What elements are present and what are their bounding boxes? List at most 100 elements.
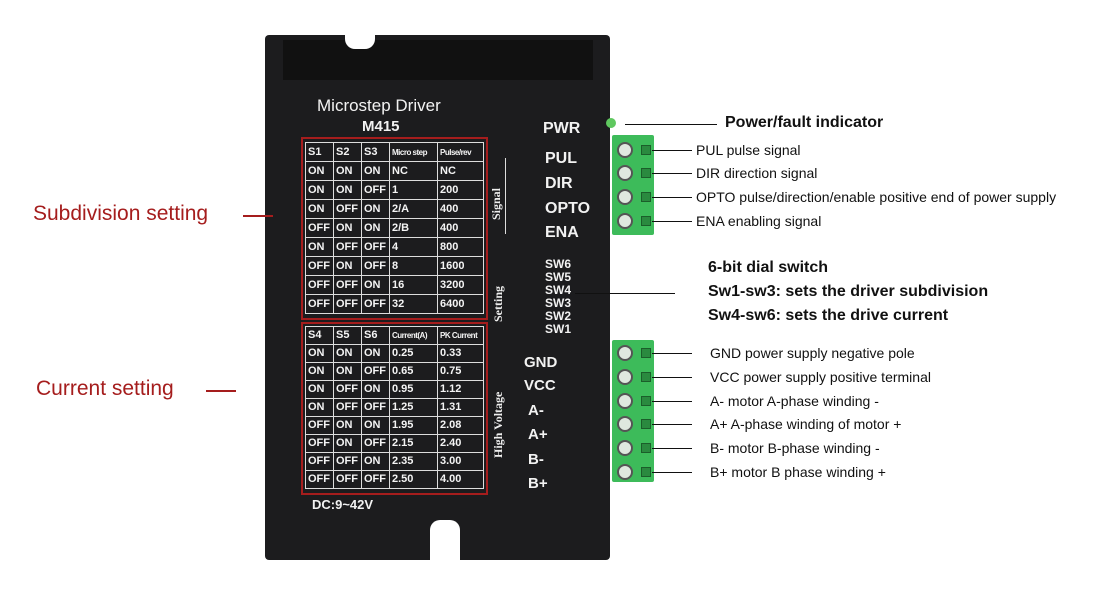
power-pin-label: GND bbox=[524, 354, 558, 371]
table-cell: ON bbox=[305, 380, 334, 399]
table-cell: 6400 bbox=[437, 294, 484, 314]
terminal-screw-icon bbox=[617, 165, 633, 181]
callout-line bbox=[652, 448, 692, 449]
table-cell: ON bbox=[305, 398, 334, 417]
table-cell: OFF bbox=[305, 470, 334, 489]
table-cell: 2.50 bbox=[389, 470, 438, 489]
supply-voltage: DC:9~42V bbox=[312, 497, 374, 512]
table-cell: ON bbox=[361, 452, 390, 471]
table-cell: 2.40 bbox=[437, 434, 484, 453]
table-cell: ON bbox=[333, 218, 362, 238]
signal-pin-label: DIR bbox=[545, 175, 573, 192]
header-cell: Micro step bbox=[389, 142, 438, 162]
terminal-pin bbox=[641, 192, 651, 202]
table-cell: 0.25 bbox=[389, 344, 438, 363]
table-cell: 1.31 bbox=[437, 398, 484, 417]
table-cell: ON bbox=[305, 199, 334, 219]
table-cell: 2.35 bbox=[389, 452, 438, 471]
terminal-pin bbox=[641, 419, 651, 429]
signal-pin-label: PUL bbox=[545, 150, 577, 167]
table-cell: 4.00 bbox=[437, 470, 484, 489]
table-cell: ON bbox=[305, 237, 334, 257]
table-cell: 8 bbox=[389, 256, 438, 276]
terminal-pin bbox=[641, 467, 651, 477]
table-cell: OFF bbox=[333, 470, 362, 489]
table-cell: OFF bbox=[361, 180, 390, 200]
current-highlight bbox=[301, 322, 488, 495]
table-cell: 1 bbox=[389, 180, 438, 200]
terminal-screw-icon bbox=[617, 440, 633, 456]
header-cell: Current(A) bbox=[389, 326, 438, 345]
table-cell: NC bbox=[389, 161, 438, 181]
terminal-callout: A+ A-phase winding of motor + bbox=[710, 416, 902, 432]
bracket bbox=[505, 158, 506, 234]
terminal-callout: VCC power supply positive terminal bbox=[710, 369, 931, 385]
terminal-callout: DIR direction signal bbox=[696, 165, 818, 181]
subdivision-highlight bbox=[301, 137, 488, 320]
power-pin-label: B+ bbox=[528, 475, 548, 492]
header-cell: S6 bbox=[361, 326, 390, 345]
header-cell: S5 bbox=[333, 326, 362, 345]
header-cell: S4 bbox=[305, 326, 334, 345]
table-cell: 2/A bbox=[389, 199, 438, 219]
header-cell: Pulse/rev bbox=[437, 142, 484, 162]
table-cell: ON bbox=[361, 218, 390, 238]
table-cell: OFF bbox=[305, 294, 334, 314]
terminal-callout: ENA enabling signal bbox=[696, 213, 822, 229]
pwr-led bbox=[606, 118, 616, 128]
terminal-pin bbox=[641, 443, 651, 453]
callout-line bbox=[652, 401, 692, 402]
current-callout: Current setting bbox=[36, 377, 174, 400]
table-cell: 0.65 bbox=[389, 362, 438, 381]
table-cell: 1.95 bbox=[389, 416, 438, 435]
terminal-pin bbox=[641, 145, 651, 155]
table-cell: 400 bbox=[437, 218, 484, 238]
table-cell: OFF bbox=[305, 416, 334, 435]
table-cell: ON bbox=[361, 275, 390, 295]
header-cell: S1 bbox=[305, 142, 334, 162]
table-cell: OFF bbox=[361, 237, 390, 257]
callout-line bbox=[206, 390, 236, 392]
header-cell: PK Current bbox=[437, 326, 484, 345]
callout-line bbox=[625, 124, 717, 125]
terminal-callout: B- motor B-phase winding - bbox=[710, 440, 880, 456]
signal-pin-label: ENA bbox=[545, 224, 579, 241]
table-cell: OFF bbox=[361, 470, 390, 489]
power-pin-label: A- bbox=[528, 402, 544, 419]
callout-line bbox=[243, 215, 273, 217]
table-cell: ON bbox=[361, 380, 390, 399]
table-cell: ON bbox=[361, 199, 390, 219]
power-indicator-callout: Power/fault indicator bbox=[725, 114, 884, 131]
table-cell: 0.95 bbox=[389, 380, 438, 399]
terminal-screw-icon bbox=[617, 393, 633, 409]
callout-line bbox=[652, 197, 692, 198]
mounting-slot bbox=[345, 35, 375, 49]
dial-callout-sw1-3: Sw1-sw3: sets the driver subdivision bbox=[708, 283, 989, 300]
table-cell: ON bbox=[305, 161, 334, 181]
callout-line bbox=[652, 424, 692, 425]
signal-group-label: Signal bbox=[489, 187, 503, 220]
table-cell: 2.15 bbox=[389, 434, 438, 453]
terminal-callout: PUL pulse signal bbox=[696, 142, 801, 158]
terminal-screw-icon bbox=[617, 416, 633, 432]
table-cell: OFF bbox=[305, 218, 334, 238]
driver-heatsink bbox=[283, 40, 593, 80]
table-cell: OFF bbox=[333, 452, 362, 471]
table-cell: OFF bbox=[305, 275, 334, 295]
subdivision-callout: Subdivision setting bbox=[33, 202, 209, 225]
table-cell: ON bbox=[333, 344, 362, 363]
table-cell: 3200 bbox=[437, 275, 484, 295]
dial-callout-title: 6-bit dial switch bbox=[708, 259, 829, 276]
terminal-pin bbox=[641, 168, 651, 178]
table-cell: ON bbox=[305, 362, 334, 381]
table-cell: ON bbox=[361, 416, 390, 435]
